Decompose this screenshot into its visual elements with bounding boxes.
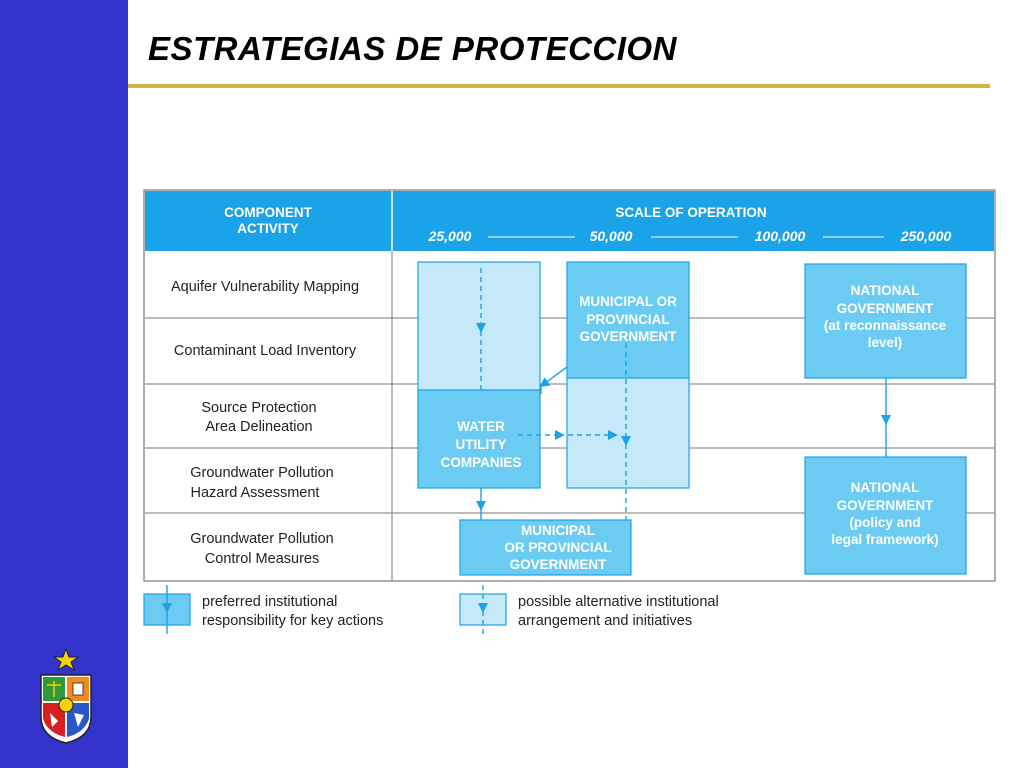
university-crest-icon: [40, 647, 92, 744]
row-label: Contaminant Load Inventory: [174, 343, 357, 359]
row-label: Area Delineation: [205, 419, 312, 435]
row-label: Source Protection: [201, 400, 316, 416]
box-label: GOVERNMENT: [510, 557, 608, 572]
scale-100000: 100,000: [755, 228, 806, 244]
row-label: Control Measures: [205, 551, 319, 567]
box-label: PROVINCIAL: [586, 312, 669, 327]
row-label: Groundwater Pollution: [190, 531, 333, 547]
water-utility-box: [417, 389, 541, 489]
row-label: Hazard Assessment: [191, 485, 320, 501]
arrow-municipal-to-water: [539, 366, 568, 388]
box-label: (policy and: [849, 515, 920, 530]
box-label: MUNICIPAL OR: [579, 294, 677, 309]
box-label: NATIONAL: [851, 480, 920, 495]
legend-preferred-text: preferred institutional: [202, 594, 337, 610]
row-label: Aquifer Vulnerability Mapping: [171, 279, 359, 295]
municipal-bottom-box: [459, 519, 632, 576]
box-label: GOVERNMENT: [837, 498, 935, 513]
row-label: Groundwater Pollution: [190, 465, 333, 481]
box-label: GOVERNMENT: [580, 329, 678, 344]
box-label: UTILITY: [456, 437, 507, 452]
header-activity: ACTIVITY: [237, 221, 299, 236]
water-utility-possible-box: [417, 261, 541, 391]
header-component: COMPONENT: [224, 205, 313, 220]
box-label: COMPANIES: [441, 455, 522, 470]
header-scale: SCALE OF OPERATION: [615, 205, 766, 220]
national-top-box: [804, 263, 967, 379]
municipal-top-box: [566, 261, 690, 379]
sidebar-band: [0, 0, 128, 768]
star-icon: [52, 647, 80, 672]
scale-250000: 250,000: [900, 228, 952, 244]
box-label: GOVERNMENT: [837, 301, 935, 316]
box-label: level): [868, 335, 903, 350]
box-label: MUNICIPAL: [521, 523, 595, 538]
title-underline: [128, 84, 990, 88]
table-header: [145, 191, 994, 251]
scale-25000: 25,000: [428, 228, 472, 244]
box-label: OR PROVINCIAL: [504, 540, 611, 555]
box-label: NATIONAL: [851, 283, 920, 298]
box-label: legal framework): [831, 532, 938, 547]
legend-possible-text: arrangement and initiatives: [518, 613, 692, 629]
municipal-possible-box: [566, 377, 690, 489]
scale-50000: 50,000: [590, 228, 633, 244]
box-label: (at reconnaissance: [824, 318, 947, 333]
national-bottom-box: [804, 456, 967, 575]
legend-preferred-text: responsibility for key actions: [202, 613, 383, 629]
slide-title: ESTRATEGIAS DE PROTECCION: [148, 30, 677, 67]
legend-possible-text: possible alternative institutional: [518, 594, 719, 610]
box-label: WATER: [457, 419, 505, 434]
